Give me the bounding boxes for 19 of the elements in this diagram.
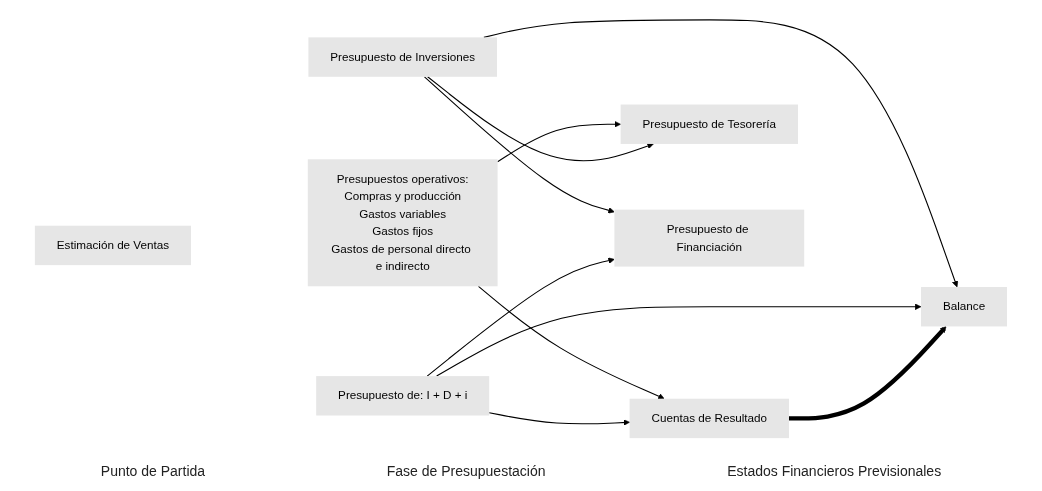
node-box: Presupuestos operativos: Compras y producción Gastos variables Gastos fijos Gastos de personal directo e indirecto (307, 158, 498, 286)
arrow (477, 285, 665, 399)
arrow (426, 257, 615, 377)
node-box: Cuentas de Resultado (629, 398, 790, 438)
arrow (789, 325, 947, 421)
phase-label: Fase de Presupuestación (386, 463, 546, 479)
arrow (488, 411, 630, 426)
node-box: Balance (921, 286, 1008, 326)
arrow (436, 303, 922, 377)
node-box: Presupuesto de: I + D + i (316, 375, 490, 415)
node-box: Presupuesto de Financiación (614, 209, 805, 267)
arrow (423, 75, 615, 213)
node-box: Presupuesto de Inversiones (308, 36, 498, 77)
phase-label: Punto de Partida (100, 463, 206, 479)
arrow (427, 75, 654, 161)
node-box: Estimación de Ventas (34, 225, 192, 265)
arrow (497, 120, 621, 162)
node-box: Presupuesto de Tesorería (620, 104, 799, 144)
phase-label: Estados Financieros Previsionales (727, 463, 942, 479)
